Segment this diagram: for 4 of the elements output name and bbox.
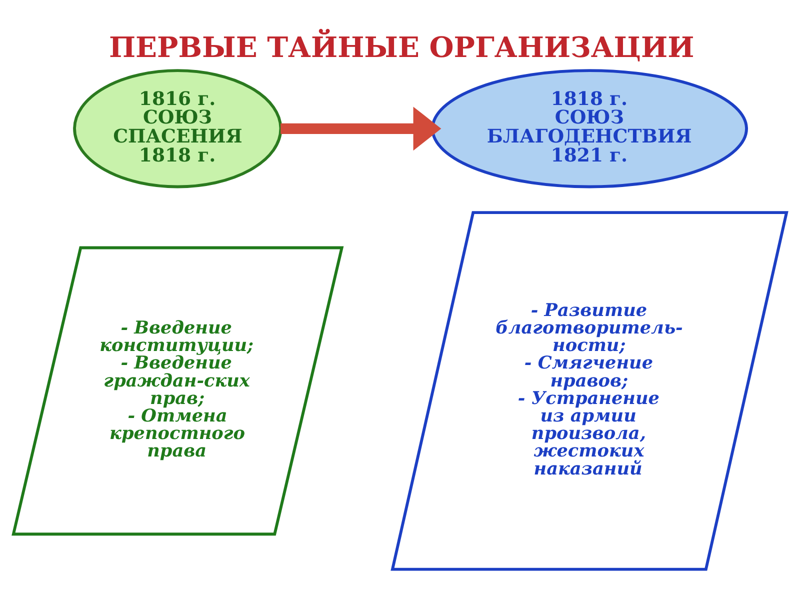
node-ellipse: 1818 г. СОЮЗ БЛАГОДЕНСТВИЯ 1821 г. <box>431 69 748 188</box>
node-ellipse: 1816 г. СОЮЗ СПАСЕНИЯ 1818 г. <box>73 69 282 188</box>
arrow <box>280 106 442 151</box>
diagram-title: ПЕРВЫЕ ТАЙНЫЕ ОРГАНИЗАЦИИ <box>108 30 694 64</box>
